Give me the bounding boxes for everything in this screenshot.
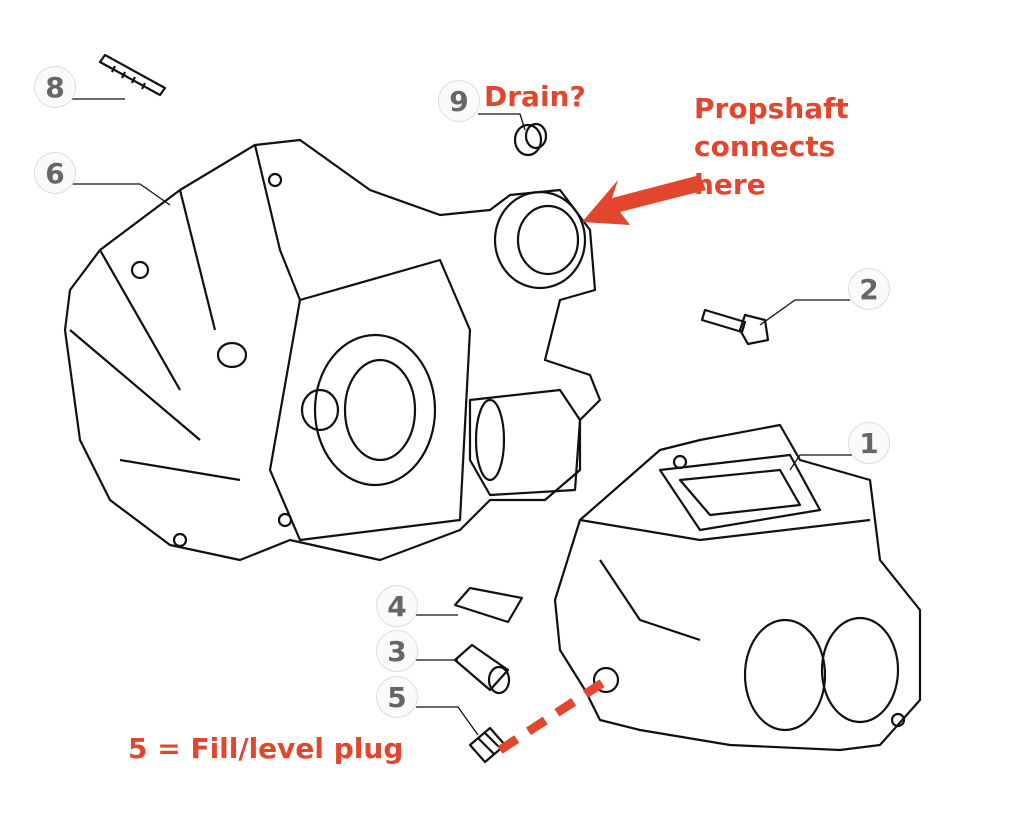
propshaft-arrow <box>582 175 706 225</box>
drain-annotation: Drain? <box>484 80 586 113</box>
plate-part-4 <box>453 586 524 624</box>
leader-2 <box>759 299 850 326</box>
callout-3: 3 <box>376 630 418 672</box>
leader-9 <box>478 113 526 131</box>
leader-1 <box>789 454 852 471</box>
callout-2: 2 <box>848 268 890 310</box>
callout-5: 5 <box>376 676 418 718</box>
fill-plug-annotation: 5 = Fill/level plug <box>128 732 404 765</box>
leader-5 <box>416 706 479 736</box>
leader-lines <box>72 98 852 736</box>
callout-8: 8 <box>34 66 76 108</box>
stud-part-8 <box>98 53 167 97</box>
bolt-part-2 <box>700 308 770 346</box>
sleeve-part-3 <box>453 643 511 695</box>
leader-6 <box>72 183 171 206</box>
transmission-housing-part-6 <box>63 138 602 562</box>
propshaft-line-1: Propshaft <box>694 92 849 125</box>
propshaft-line-3: here <box>694 168 766 201</box>
propshaft-line-2: connects <box>694 130 836 163</box>
callout-6: 6 <box>34 152 76 194</box>
fill-plug-dashed-pointer <box>497 674 613 754</box>
rear-housing-part-1 <box>553 423 922 752</box>
propshaft-annotation: Propshaft connects here <box>694 90 849 204</box>
callout-9: 9 <box>438 80 480 122</box>
callout-1: 1 <box>848 422 890 464</box>
drain-plug-part-9 <box>513 122 548 157</box>
callout-4: 4 <box>376 585 418 627</box>
